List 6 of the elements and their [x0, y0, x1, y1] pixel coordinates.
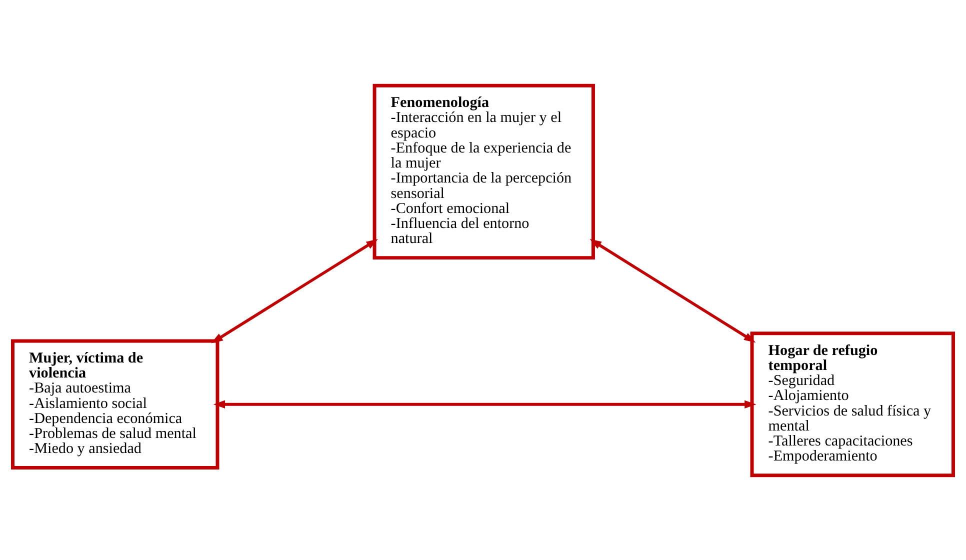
arrow	[213, 400, 756, 408]
node-box: Mujer, víctima de violencia -Baja autoestima -Aislamiento social -Dependencia económica -Problemas de salud mental -Miedo y ansiedad	[11, 338, 220, 470]
arrow	[590, 238, 756, 342]
node-box: Fenomenología -Interacción en la mujer y el espacio -Enfoque de la experiencia de la mujer -Importancia de la percepción sensorial -Confort emocional -Influencia del entorno natural	[372, 83, 595, 260]
node-box: Hogar de refugio temporal -Seguridad -Alojamiento -Servicios de salud física y mental -Talleres capacitaciones -Empoderamiento	[750, 331, 955, 477]
arrow	[211, 238, 378, 343]
